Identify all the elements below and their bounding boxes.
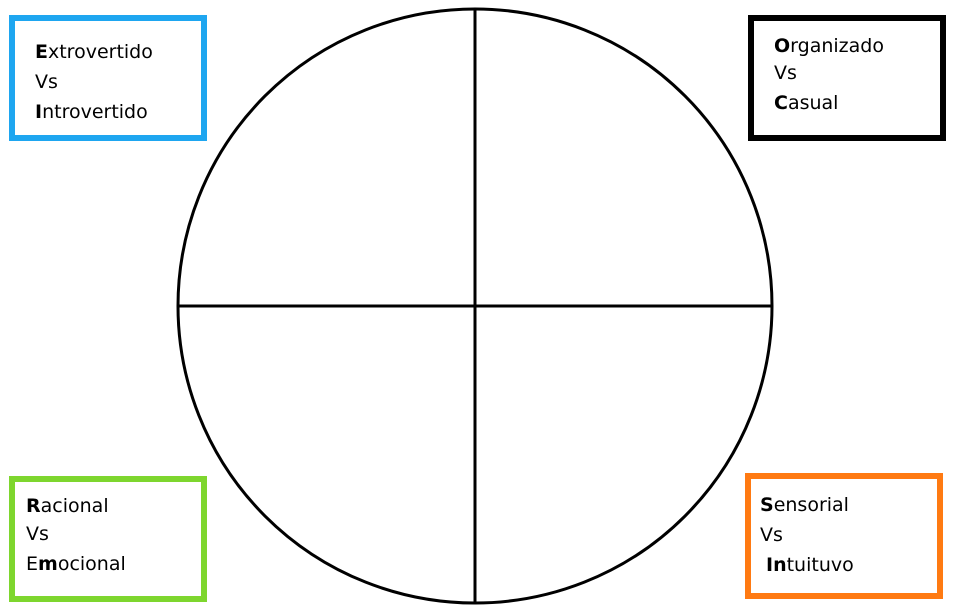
box-sensorial-intuituvo: Sensorial Vs Intuituvo (745, 473, 943, 599)
label-vs: Vs (774, 62, 797, 84)
box-racional-emocional: Racional Vs Emocional (9, 476, 207, 602)
label-intuituvo: Intuituvo (766, 554, 854, 576)
label-introvertido: Introvertido (35, 101, 148, 123)
box-extrovertido-introvertido: Extrovertido Vs Introvertido (9, 15, 207, 141)
label-vs: Vs (26, 523, 49, 545)
label-emocional: Emocional (26, 553, 126, 575)
box-organizado-casual: Organizado Vs Casual (748, 15, 946, 141)
label-racional: Racional (26, 495, 109, 517)
label-organizado: Organizado (774, 35, 884, 57)
label-casual: Casual (774, 92, 839, 114)
label-extrovertido: Extrovertido (35, 41, 153, 63)
label-vs: Vs (35, 71, 58, 93)
label-vs: Vs (760, 524, 783, 546)
label-sensorial: Sensorial (760, 494, 849, 516)
